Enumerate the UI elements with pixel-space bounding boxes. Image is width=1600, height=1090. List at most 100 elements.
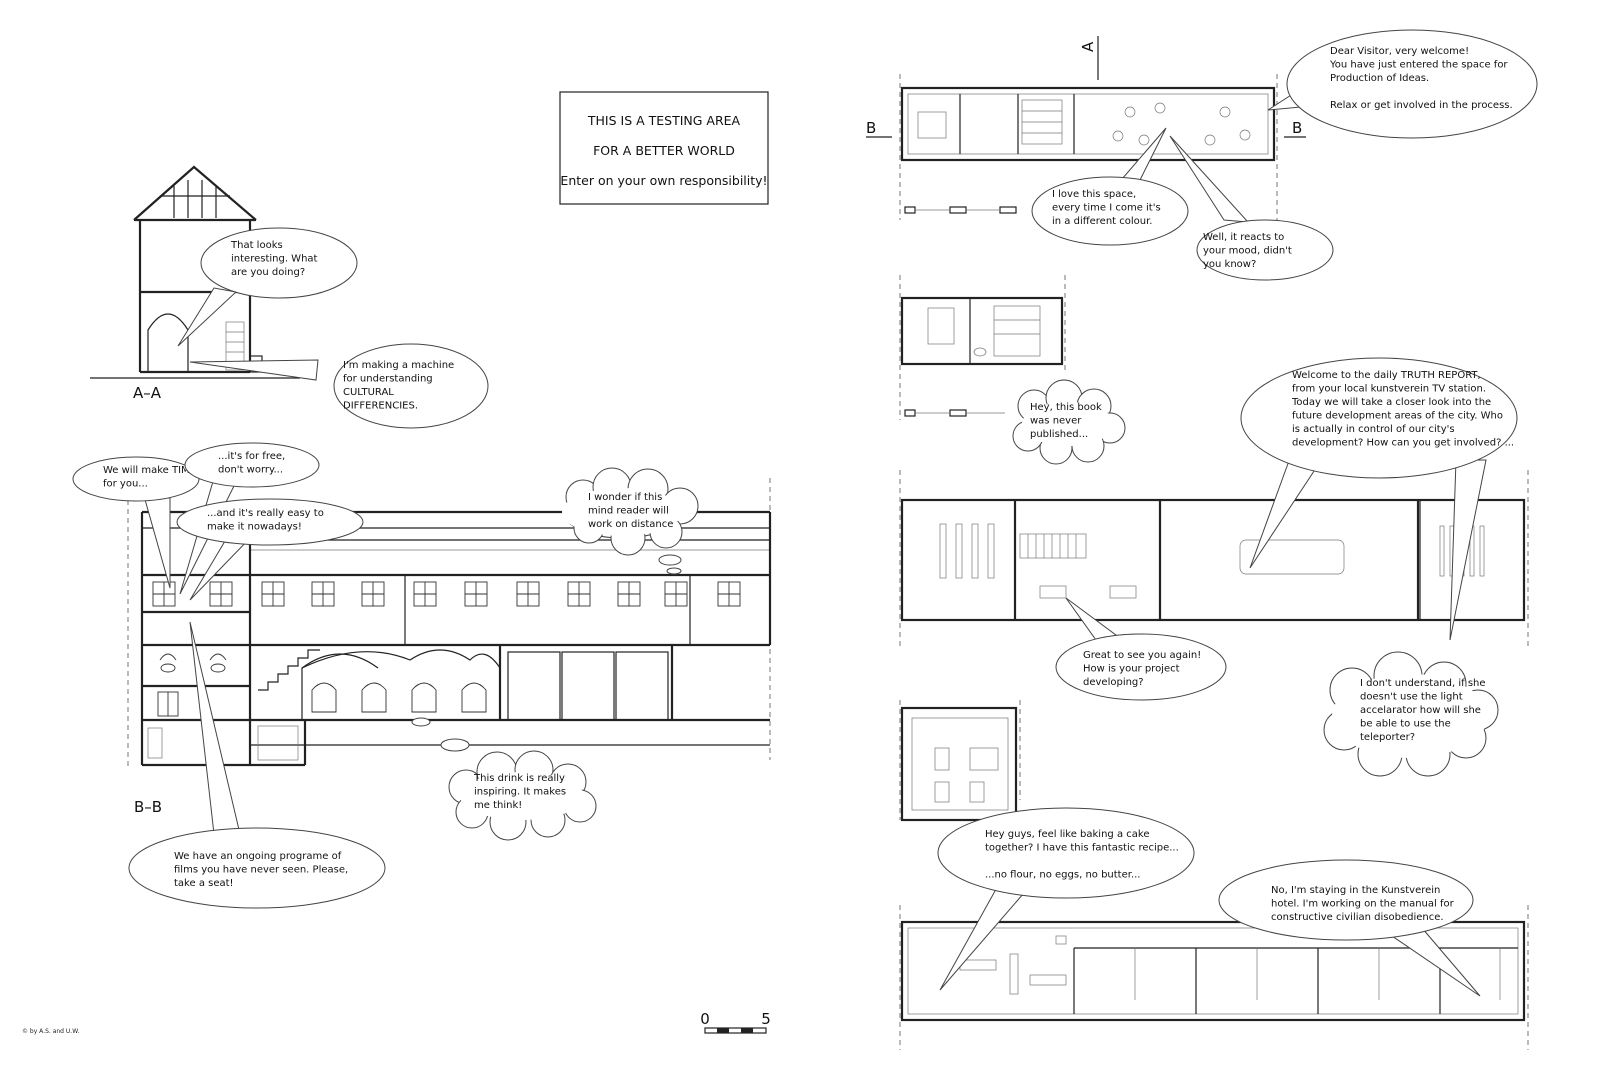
bubble-text-love-space: I love this space, every time I come it's…	[1052, 189, 1161, 227]
notice-box: THIS IS A TESTING AREA FOR A BETTER WORL…	[559, 91, 769, 205]
thought-bubble-book: Hey, this book was never published...	[1012, 379, 1126, 465]
notice-line-1: THIS IS A TESTING AREA	[587, 113, 741, 128]
scale-label-five: 5	[761, 1010, 771, 1028]
bubble-line: I wonder if this	[588, 492, 662, 503]
bubble-text-looks-interesting: That looks interesting. What are you doing…	[230, 240, 318, 278]
section-marker-b-left: B	[866, 119, 876, 137]
bubble-line: CULTURAL	[343, 387, 394, 398]
bubble-line: doesn't use the light	[1360, 692, 1463, 703]
bubble-line: published...	[1030, 429, 1088, 440]
bubble-line: me think!	[474, 800, 522, 811]
bubble-text-films: We have an ongoing programe of films you …	[174, 851, 348, 889]
floor-plan-strip-4	[899, 700, 1021, 822]
bubble-line: Today we will take a closer look into th…	[1291, 397, 1491, 408]
bubble-line: interesting. What	[231, 254, 318, 265]
section-label-aa: A–A	[133, 384, 162, 402]
bubble-line: Hey guys, feel like baking a cake	[985, 829, 1149, 840]
bubble-line: mind reader will	[588, 506, 669, 517]
section-label-bb: B–B	[134, 798, 162, 816]
speech-bubble-baking: Hey guys, feel like baking a cake togethe…	[937, 807, 1195, 991]
bubble-line: future development areas of the city. Wh…	[1292, 411, 1503, 422]
bubble-line: are you doing?	[231, 267, 305, 278]
bubble-line: make it nowadays!	[207, 522, 302, 533]
speech-bubble-truth-report: Welcome to the daily TRUTH REPORT, from y…	[1240, 357, 1518, 641]
speech-bubble-great-to-see: Great to see you again!How is your proje…	[1055, 597, 1227, 701]
bubble-text-great-to-see: Great to see you again!How is your proje…	[1083, 650, 1201, 688]
bubble-line: films you have never seen. Please,	[174, 865, 348, 876]
bubble-line: don't worry...	[218, 465, 283, 476]
bubble-text-reacts: Well, it reacts to your mood, didn't you k…	[1203, 232, 1292, 270]
bubble-line: Great to see you again!	[1083, 650, 1201, 661]
bubble-text-staying: No, I'm staying in the Kunstverein hotel.…	[1271, 885, 1455, 923]
bubble-line: I love this space,	[1052, 189, 1136, 200]
notice-line-2: FOR A BETTER WORLD	[593, 143, 735, 158]
bubble-line: work on distance	[588, 519, 673, 530]
bubble-text-make-time: We will make TIME for you...	[103, 465, 196, 490]
bubble-line: No, I'm staying in the Kunstverein	[1271, 885, 1440, 896]
bubble-line: I don't understand, if she	[1360, 678, 1486, 689]
bubble-line: DIFFERENCIES.	[343, 401, 418, 412]
bubble-text-dont-understand: I don't understand, if she doesn't use th…	[1360, 678, 1486, 743]
bubble-line: was never	[1030, 416, 1082, 427]
bubble-line: This drink is really	[473, 773, 565, 784]
bubble-line: Relax or get involved in the process.	[1330, 100, 1513, 111]
bubble-text-baking: Hey guys, feel like baking a cake togethe…	[985, 829, 1179, 881]
bubble-text-its-free: ...it's for free, don't worry...	[218, 451, 285, 476]
bubble-line: I'm making a machine	[343, 360, 454, 371]
speech-bubble-reacts: Well, it reacts to your mood, didn't you k…	[1169, 135, 1334, 281]
bubble-text-really-easy: ...and it's really easy to make it nowada…	[207, 508, 324, 533]
thought-bubble-mind-reader: I wonder if this mind reader will work on …	[562, 467, 699, 575]
speech-bubble-make-time: We will make TIME for you...	[72, 456, 200, 589]
bubble-line: from your local kunstverein TV station.	[1292, 384, 1486, 395]
speech-bubble-really-easy: ...and it's really easy to make it nowada…	[176, 498, 364, 601]
speech-bubble-staying: No, I'm staying in the Kunstverein hotel.…	[1218, 859, 1481, 997]
bubble-text-mind-reader: I wonder if this mind reader will work on …	[588, 492, 673, 530]
bubble-line: be able to use the	[1360, 719, 1451, 730]
bubble-line: constructive civilian disobedience.	[1271, 912, 1444, 923]
bubble-line: developing?	[1083, 677, 1144, 688]
bubble-line: teleporter?	[1360, 732, 1415, 743]
floor-plan-strip-5	[899, 905, 1529, 1050]
bubble-line: Welcome to the daily TRUTH REPORT,	[1292, 370, 1481, 381]
bubble-text-book: Hey, this book was never published...	[1030, 402, 1102, 440]
section-aa-drawing: A–A	[90, 165, 300, 402]
section-marker-a: A	[1079, 41, 1097, 52]
bubble-line: Dear Visitor, very welcome!	[1330, 46, 1469, 57]
bubble-line: We will make TIME	[103, 465, 196, 476]
speech-bubble-films: We have an ongoing programe of films you …	[128, 621, 386, 909]
bubble-line: ...no flour, no eggs, no butter...	[985, 870, 1141, 881]
bubble-line: your mood, didn't	[1203, 246, 1292, 257]
bubble-line: every time I come it's	[1052, 203, 1161, 214]
copyright-text: © by A.S. and U.W.	[22, 1028, 79, 1035]
bubble-line: Hey, this book	[1030, 402, 1102, 413]
bubble-line: Production of Ideas.	[1330, 73, 1429, 84]
bubble-line: take a seat!	[174, 878, 234, 889]
bubble-line: development? How can you get involved? .…	[1292, 438, 1514, 449]
scale-label-zero: 0	[700, 1010, 710, 1028]
bubble-text-dear-visitor: Dear Visitor, very welcome!You have just…	[1329, 46, 1513, 111]
speech-bubble-love-space: I love this space, every time I come it's…	[1031, 127, 1189, 246]
bubble-line: ...and it's really easy to	[207, 508, 324, 519]
speech-bubble-looks-interesting: That looks interesting. What are you doing…	[177, 227, 358, 347]
floor-plan-strip-3	[899, 470, 1529, 650]
bubble-line: accelarator how will she	[1360, 705, 1481, 716]
bubble-line: ...it's for free,	[218, 451, 285, 462]
bubble-line: That looks	[230, 240, 283, 251]
bubble-line: is actually in control of our city's	[1292, 424, 1455, 435]
floor-plan-strip-1: A B B	[866, 36, 1306, 220]
bubble-line: together? I have this fantastic recipe..…	[985, 843, 1179, 854]
bubble-line: for you...	[103, 479, 148, 490]
section-marker-b-right: B	[1292, 119, 1302, 137]
bubble-line: hotel. I'm working on the manual for	[1271, 899, 1455, 910]
bubble-line: Well, it reacts to	[1203, 232, 1284, 243]
notice-line-3: Enter on your own responsibility!	[560, 173, 767, 188]
bubble-line: you know?	[1203, 259, 1256, 270]
bubble-text-truth-report: Welcome to the daily TRUTH REPORT, from y…	[1291, 370, 1514, 449]
speech-bubble-dear-visitor: Dear Visitor, very welcome!You have just…	[1267, 29, 1538, 139]
bubble-line: We have an ongoing programe of	[174, 851, 342, 862]
